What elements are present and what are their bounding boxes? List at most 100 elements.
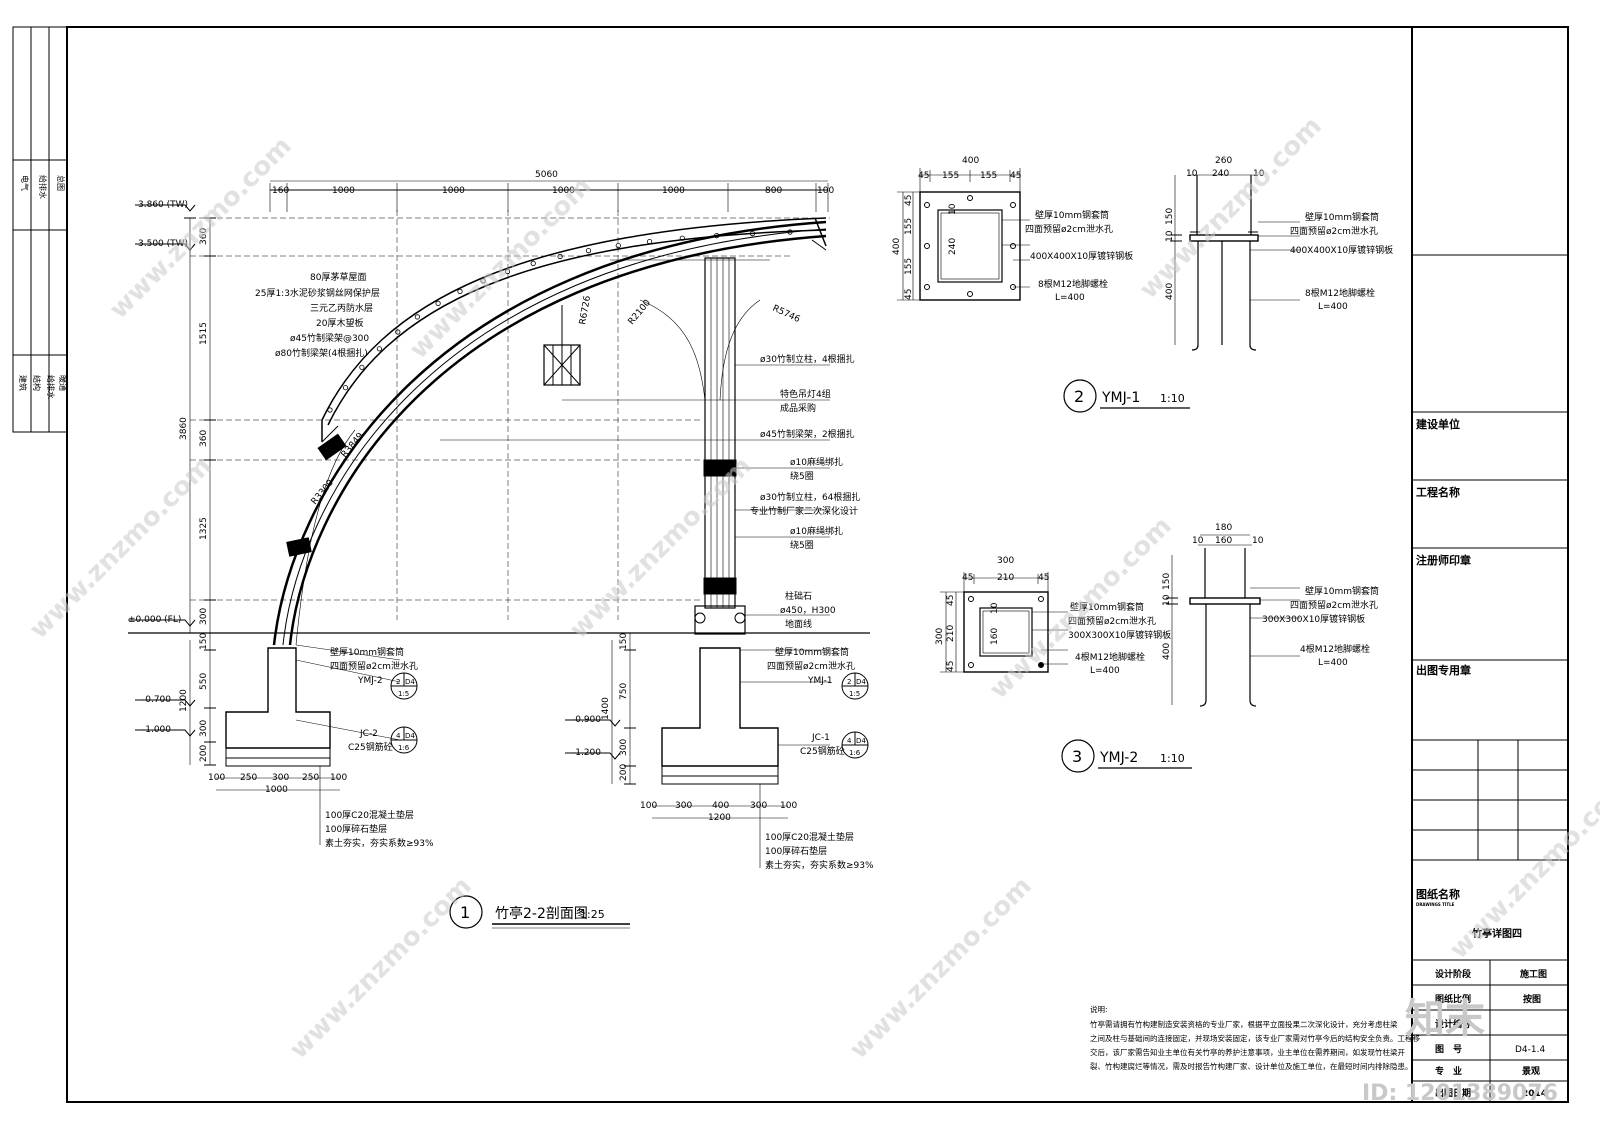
note-rope-1: ø10麻绳绑扎 [790,456,843,468]
d2-note-3: 300X300X10厚镀锌钢板 [1068,629,1171,641]
d2-top-2: 210 [997,573,1014,583]
strip-bottom-1: 建筑 [18,375,28,391]
roof-layer-5: ø45竹制梁架@300 [290,332,369,344]
rb-300b: 300 [750,801,767,811]
wm-8: www.znzmo.com [844,871,1038,1065]
roof-bolt [585,248,592,254]
tb-row-0-label: 设计阶段 [1435,968,1472,980]
plinth-1: 柱础石 [785,590,812,602]
dim-seg-1: 160 [272,186,289,196]
tagjc1-scale: 1:6 [849,749,861,757]
d1-side-v3: 400 [1165,283,1175,300]
tb-row-1-label: 图纸比例 [1435,993,1471,1005]
level-tw1: 3.860 (TW) [138,200,188,210]
d1-note-3: 400X400X10厚镀锌钢板 [1030,250,1133,262]
lb-100a: 100 [208,773,225,783]
sleeve-l-2: 四面预留ø2cm泄水孔 [330,660,418,672]
wm-6: www.znzmo.com [24,451,218,645]
note-col-4: ø30竹制立柱，4根捆扎 [760,353,855,365]
d2-side-top: 180 [1215,523,1232,533]
tag1-num: 2 [847,678,851,686]
ymj2-label: YMJ-2 [357,676,383,686]
base-l-1: 100厚C20混凝土垫层 [325,809,414,821]
strip-top-2: 给排水 [38,175,48,199]
d2-top-total: 300 [997,556,1014,566]
section-2-2 [128,180,870,929]
d1-note-4: 8根M12地脚螺栓 [1038,278,1108,290]
tb-project: 工程名称 [1416,485,1460,499]
dim-seg-5: 1000 [662,186,685,196]
roof-bolt [480,278,486,284]
tagjc2-sheet: D4 [405,732,415,740]
level-tw2: 3.500 (TW) [138,239,188,249]
tb-row-5-value: 2014 [1522,1089,1547,1099]
tb-drawing-name-en: DRAWINGS TITLE [1416,902,1455,907]
d2-top-3: 45 [1038,573,1049,583]
dim-seg-3: 1000 [442,186,465,196]
roof-bolt [435,300,441,306]
d2-side-v1: 150 [1162,573,1172,590]
d2-note-5: L=400 [1090,666,1120,676]
d1-top-4: 45 [1010,171,1021,181]
d1-side-v1: 150 [1165,208,1175,225]
d2-note-4: 4根M12地脚螺栓 [1075,651,1145,663]
roof-bolt [557,253,563,260]
d2-top-1: 45 [962,573,973,583]
roof-bolt [457,288,463,294]
dim-seg-4: 1000 [552,186,575,196]
tag2-num: 2 [396,678,400,686]
d1-sn-2: 四面预留ø2cm泄水孔 [1290,225,1378,237]
sheet-frame [12,26,1569,1103]
brand-id: ID: 1201389076 [1362,1081,1558,1106]
tagjc2-scale: 1:6 [398,744,410,752]
tb-row-5-label: 出图日期 [1435,1087,1471,1099]
tb-drawing-title: 竹亭详图四 [1471,927,1522,940]
sleeve-r-1: 壁厚10mm钢套筒 [775,646,849,658]
brand-logo: 知末 [1405,996,1485,1042]
tag2-sheet: D4 [405,678,415,686]
d1-top-3: 155 [980,171,997,181]
dim-total: 5060 [535,170,558,180]
general-notes: 说明: 竹亭需请拥有竹构建制造安装资格的专业厂家，根据平立面投果二次深化设计，充… [1090,1004,1420,1071]
fr-150: 150 [619,633,629,650]
strip-top-3: 总图 [56,175,66,191]
detail-ymj1-text: 400 45 155 155 45 400 45 155 155 45 240 … [892,156,1393,406]
notes-line-2: 之间及柱与基础间的连接固定，并现场安装固定，该专业厂家需对竹亭今后的结构安全负责… [1090,1033,1420,1043]
tb-issue-stamp: 出图专用章 [1416,663,1471,677]
note-lamp: 特色吊灯4组 [780,388,831,400]
notes-heading: 说明: [1090,1004,1108,1014]
roof-layer-4: 20厚木望板 [316,317,363,329]
tag1-scale: 1:5 [849,690,860,698]
radius-3300: R3300 [310,478,337,507]
section-title: 竹亭2-2剖面图 [495,905,588,922]
fl-150: 150 [199,633,209,650]
plinth-3: 地面线 [785,618,812,630]
note-rope-2: ø10麻绳绑扎 [790,525,843,537]
tb-row-0-value: 施工图 [1520,968,1547,980]
d2-sn-1: 壁厚10mm钢套筒 [1305,585,1379,597]
d2-scale: 1:10 [1160,752,1185,765]
roof-layer-2: 25厚1:3水泥砂浆钢丝网保护层 [255,287,380,299]
radius-2100: R2100 [627,298,654,327]
notes-line-4: 裂、竹构建腐烂等情况，需及时报告竹构建厂家、设计单位及施工单位，在最短时间内排除… [1090,1061,1413,1071]
d2-sn-2: 四面预留ø2cm泄水孔 [1290,599,1378,611]
roof-bolt [395,329,401,335]
d2-side-v3: 400 [1162,643,1172,660]
d1-left-4: 45 [904,289,914,300]
radius-6726: R6726 [578,295,593,326]
rb-100a: 100 [640,801,657,811]
dim-seg-7: 100 [817,186,834,196]
roof-bolt [359,364,365,370]
roof-bolt [679,235,685,241]
d1-title-num: 2 [1074,387,1084,406]
lb-250b: 250 [302,773,319,783]
section-title-num: 1 [460,903,470,922]
d2-side-3: 10 [1252,536,1264,546]
tb-reg-stamp: 注册师印章 [1416,553,1471,567]
d2-side-2: 160 [1215,536,1232,546]
d2-side-v2: 10 [1162,594,1172,606]
wm-3: www.znzmo.com [1134,111,1328,305]
fl-1200: 1200 [179,689,189,712]
sleeve-r-2: 四面预留ø2cm泄水孔 [767,660,855,672]
fr-750: 750 [619,683,629,700]
